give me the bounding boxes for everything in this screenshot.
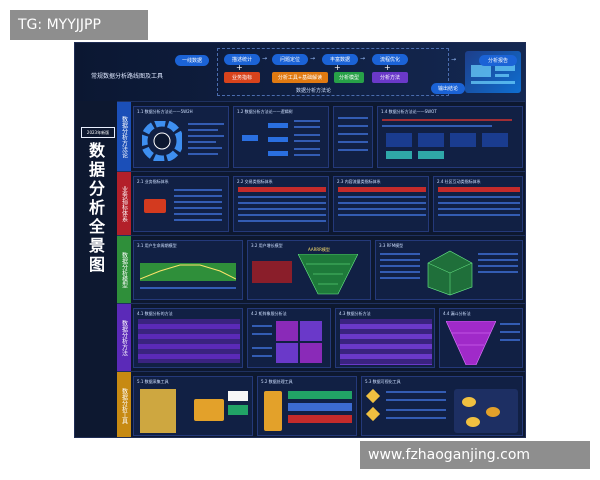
panel-methods-table: 4.1 数据分析的方法 [133,308,243,368]
aarrr-label: AARRR模型 [308,247,330,252]
row-tag-label: 数据分析工具 [120,387,128,424]
row-analysis-models: 数据分析模型 3.1 用户生命周期模型 3.2 用户增长模型 AARRR模型 3… [117,235,525,303]
row-tag: 数据分析模型 [117,236,131,303]
panel-collect-tools: 5.1 数据采集工具 [133,376,253,436]
method-op-3: 分析模型 [334,72,364,83]
row-tag-label: 数据分析方法 [120,319,128,356]
poster-title-column: 2023年新版 数 据 分 析 全 景 图 [75,101,117,437]
plus-icon: + [384,63,391,72]
data-analysis-poster: 常规数据分析路线图及工具 一线数据 描述统计 → 问题定位 → 丰富数据 → 流… [74,42,526,438]
header-title: 常规数据分析路线图及工具 [91,73,164,80]
flow-step-4: 丰富数据 [322,54,358,65]
flow-step-1: 一线数据 [175,55,209,66]
aarrr-funnel-icon [298,254,358,295]
panel-methods-grid: 4.3 数据分析方法 [335,308,435,368]
cloud-icon [462,397,476,407]
panel-lifecycle-model: 3.1 用户生命周期模型 [133,240,243,300]
cloud-icon [486,407,500,417]
row-tag-label: 数据分析方法论 [120,115,128,158]
panel-5w2h: 1.1 数据分析方法论——5W2H [133,106,229,168]
panel-growth-model: 3.2 用户增长模型 AARRR模型 [247,240,371,300]
panel-pest [333,106,373,168]
panel-swot: 1.4 数据分析方法论——SWOT [377,106,523,168]
panel-funnel-analysis: 4.4 漏斗分析法 [439,308,523,368]
cloud-icon [466,417,480,427]
row-tag-label: 业务指标体系 [120,185,128,222]
row-tag-label: 数据分析模型 [120,251,128,288]
method-label: 数据分析方法论 [296,88,332,94]
method-op-1: 业务指标 [224,72,260,83]
flow-step-6: 输出结论 [431,83,465,94]
poster-header: 常规数据分析路线图及工具 一线数据 描述统计 → 问题定位 → 丰富数据 → 流… [75,43,525,101]
flow-arrow-icon: → [451,56,457,63]
flow-step-2: 描述统计 [224,54,260,65]
row-methodology: 数据分析方法论 1.1 数据分析方法论——5W2H 1.2 数据分析方法论——逻… [117,101,525,171]
method-frame: 描述统计 → 问题定位 → 丰富数据 → 流程优化 + + + 业务指标 分析工… [217,48,449,96]
header-illustration: 常规数据分析路线图及工具 [85,49,205,95]
row-tag: 数据分析工具 [117,372,131,437]
panel-matrix-quadrant: 4.2 矩阵象限分析法 [247,308,331,368]
panel-metrics-system: 2.1 业务指标体系 [133,176,229,232]
panel-rfm-model: 3.3 RFM模型 [375,240,523,300]
flow-arrow-icon: → [360,55,366,62]
lifecycle-curve-icon [140,264,236,280]
panel-community-metrics: 2.4 社区互动类指标体系 [433,176,523,232]
folder-icon [194,399,224,421]
panel-process-tools: 5.2 数据处理工具 [257,376,357,436]
row-tag: 数据分析方法论 [117,102,131,171]
rfm-cube-icon [427,250,473,296]
row-business-metrics: 业务指标体系 2.1 业务指标体系 2.2 交易类指标体系 2.3 内容流量类指… [117,171,525,235]
flow-arrow-icon: → [310,55,316,62]
5w2h-wheel-icon [142,121,182,161]
bottom-watermark: www.fzhaoganjing.com [360,441,590,469]
panel-logic-tree: 1.2 数据分析方法论——逻辑树 [233,106,329,168]
method-op-2: 分析工具+基础解读 [272,72,328,83]
flow-step-3: 问题定位 [272,54,308,65]
flow-step-7: 分析报告 [479,55,517,66]
method-op-4: 分析方法 [372,72,408,83]
poster-main-title: 数 据 分 析 全 景 图 [88,141,105,274]
panel-trade-metrics: 2.2 交易类指标体系 [233,176,329,232]
row-tag: 数据分析方法 [117,304,131,371]
row-analysis-methods: 数据分析方法 4.1 数据分析的方法 4.2 矩阵象限分析法 4.3 数据分析方… [117,303,525,371]
plus-icon: + [236,63,243,72]
row-tag: 业务指标体系 [117,172,131,235]
year-badge: 2023年新版 [81,127,115,138]
top-watermark: TG: MYYJJPP [10,10,148,40]
row-analysis-tools: 数据分析工具 5.1 数据采集工具 5.2 数据处理工具 5.3 数据可视化工具 [117,371,525,437]
panel-content-metrics: 2.3 内容流量类指标体系 [333,176,429,232]
plus-icon: + [334,63,341,72]
funnel-icon [446,321,496,365]
flow-arrow-icon: → [262,55,268,62]
flow-step-5: 流程优化 [372,54,408,65]
panel-visual-tools: 5.3 数据可视化工具 [361,376,523,436]
